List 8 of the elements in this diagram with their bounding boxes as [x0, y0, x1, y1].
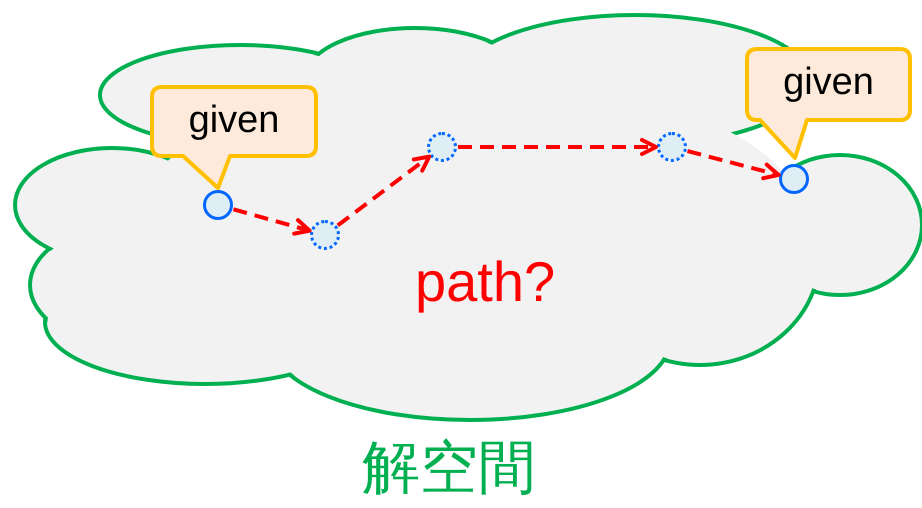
arrow [232, 207, 312, 236]
question-text: path? [415, 250, 556, 314]
cloud-caption: 解空間 [362, 432, 536, 502]
arrow [458, 138, 658, 156]
callout-text: given [188, 98, 280, 143]
arrow [686, 149, 781, 180]
arrow [336, 154, 432, 227]
callout-text: given [782, 60, 875, 105]
